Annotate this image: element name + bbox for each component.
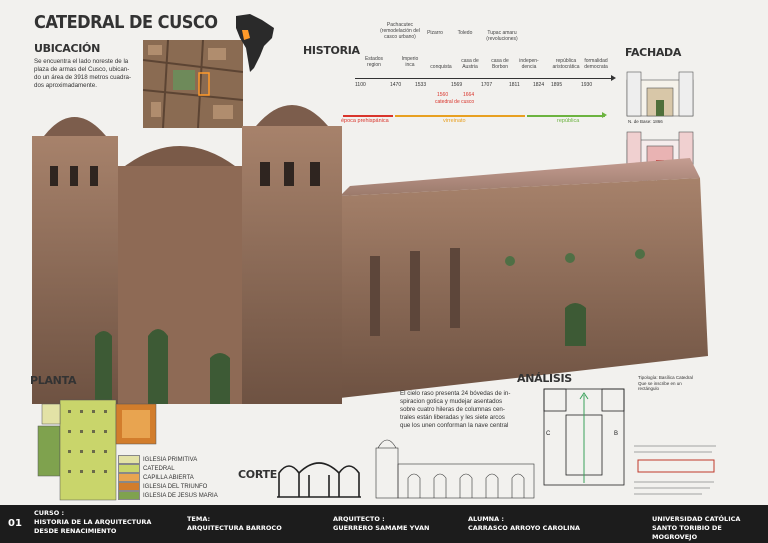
- legend-swatch: [118, 464, 140, 473]
- fachada-note: N. de Base: 1866: [628, 119, 663, 124]
- timeline-event: conquista: [430, 64, 452, 70]
- planta-legend: IGLESIA PRIMITIVA CATEDRAL CAPILLA ABIER…: [118, 455, 218, 500]
- university-name: UNIVERSIDAD CATÓLICA SANTO TORIBIO DE MO…: [652, 515, 741, 541]
- legend-item: IGLESIA DE JESUS MARIA: [118, 491, 218, 500]
- analisis-line: que los unen conforman la nave central: [400, 422, 509, 429]
- legend-label: CAPILLA ABIERTA: [143, 474, 194, 481]
- era-bar-prehispanica: [343, 115, 393, 117]
- legend-item: CAPILLA ABIERTA: [118, 473, 218, 482]
- legend-label: IGLESIA DE JESUS MARIA: [143, 492, 218, 499]
- south-america-map: [232, 12, 278, 74]
- analisis-line: sobre cuatro hileras de columnas cen-: [400, 406, 505, 413]
- timeline-year: 1569: [451, 82, 463, 88]
- historia-timeline: Pachacutec (remodelación del casco urban…: [341, 18, 616, 128]
- analisis-notes: Tipología: Basílica Catedral Que se insc…: [638, 375, 694, 392]
- legend-swatch: [118, 491, 140, 500]
- timeline-event: Pizarro: [427, 30, 443, 36]
- timeline-event: república aristocrática: [552, 58, 580, 70]
- ubicacion-line: do un área de 3918 metros cuadra-: [34, 74, 131, 81]
- footer-bar: 01 CURSO : HISTORIA DE LA ARQUITECTURA D…: [0, 505, 768, 543]
- analisis-text: El cielo raso presenta 24 bóvedas de in-…: [400, 390, 530, 430]
- timeline-year: 1100: [355, 82, 366, 88]
- arquitecto-label: ARQUITECTO :: [333, 515, 385, 523]
- era-bar-virreinato: [395, 115, 525, 117]
- fachada-drawing-1: [625, 68, 695, 118]
- page-number: 01: [8, 518, 22, 529]
- legend-swatch: [118, 455, 140, 464]
- legend-swatch: [118, 482, 140, 491]
- era-label: república: [557, 118, 580, 124]
- timeline-event: Pachacutec (remodelación del casco urban…: [380, 22, 420, 40]
- analisis-note: Tipología: Basílica Catedral: [638, 375, 693, 380]
- planta-floor-plan: [34, 396, 160, 502]
- ubicacion-heading: UBICACIÓN: [34, 42, 101, 55]
- tema-value: ARQUITECTURA BARROCO: [187, 524, 282, 532]
- poster-title: CATEDRAL DE CUSCO: [34, 12, 218, 33]
- timeline-year: 1811: [509, 82, 520, 88]
- analisis-line: trales están liberadas y les siete arcos: [400, 414, 505, 421]
- timeline-event: Tupac amaru (revoluciones): [486, 30, 518, 42]
- ubicacion-line: plaza de armas del Cusco, ubican-: [34, 66, 130, 73]
- era-label: época prehispánica: [341, 118, 389, 124]
- svg-text:C: C: [546, 431, 551, 437]
- legend-swatch: [118, 473, 140, 482]
- analisis-line: spiracion gotica y mudejar asentados: [400, 398, 503, 405]
- timeline-event: Toledo: [457, 30, 473, 36]
- analisis-heading: ANÁLISIS: [517, 372, 572, 385]
- timeline-event: Imperio inca: [401, 56, 419, 68]
- ubicacion-line: dos aproximadamente.: [34, 82, 97, 89]
- timeline-arrow-icon: [611, 75, 616, 81]
- highlight-year: 1664: [463, 92, 475, 98]
- fachada-heading: FACHADA: [625, 46, 682, 59]
- legend-item: IGLESIA PRIMITIVA: [118, 455, 218, 464]
- timeline-year: 1533: [415, 82, 427, 88]
- era-label: virreinato: [443, 118, 466, 124]
- svg-text:B: B: [614, 431, 618, 437]
- historia-heading: HISTORIA: [303, 44, 360, 57]
- era-bar-republica: [527, 115, 605, 117]
- corte-heading: CORTE: [238, 468, 277, 481]
- sketch-notes-drawing: [632, 440, 720, 498]
- timeline-year: 1824: [533, 82, 545, 88]
- curso-label: CURSO :: [34, 509, 65, 517]
- analisis-line: El cielo raso presenta 24 bóvedas de in-: [400, 390, 511, 397]
- elevation-drawing: [374, 428, 536, 500]
- corte-section-drawing: [275, 455, 363, 499]
- alumna-value: CARRASCO ARROYO CAROLINA: [468, 524, 581, 532]
- timeline-event: indepen-dencia: [519, 58, 539, 70]
- cathedral-photo: [30, 86, 710, 404]
- curso-value: HISTORIA DE LA ARQUITECTURA DESDE RENACI…: [34, 518, 152, 535]
- timeline-event: casa de Austria: [461, 58, 479, 70]
- planta-heading: PLANTA: [30, 374, 77, 387]
- ubicacion-line: Se encuentra el lado noreste de la: [34, 58, 129, 65]
- legend-item: CATEDRAL: [118, 464, 218, 473]
- analisis-note: Que se inscribe en un rectángulo: [638, 380, 682, 392]
- tema-label: TEMA:: [187, 515, 211, 523]
- timeline-event: Estados region: [364, 56, 384, 68]
- timeline-event: formalidad democrata: [584, 58, 608, 70]
- ubicacion-text: Se encuentra el lado noreste de la plaza…: [34, 58, 144, 90]
- highlight-year: 1560: [437, 92, 449, 98]
- era-arrow-icon: [602, 112, 607, 118]
- timeline-axis: [355, 78, 613, 79]
- timeline-year: 1707: [481, 82, 493, 88]
- timeline-year: 1470: [390, 82, 402, 88]
- aerial-map-image: [142, 39, 244, 129]
- legend-label: IGLESIA DEL TRIUNFO: [143, 483, 208, 490]
- legend-item: IGLESIA DEL TRIUNFO: [118, 482, 218, 491]
- legend-label: IGLESIA PRIMITIVA: [143, 456, 198, 463]
- timeline-year: 1930: [581, 82, 593, 88]
- arquitecto-value: GUERRERO SAMAME YVAN: [333, 524, 430, 532]
- legend-label: CATEDRAL: [143, 465, 175, 472]
- timeline-event: casa de Borbon: [491, 58, 509, 70]
- highlight-label: catedral de cusco: [435, 99, 475, 105]
- timeline-year: 1895: [551, 82, 563, 88]
- alumna-label: ALUMNA :: [468, 515, 505, 523]
